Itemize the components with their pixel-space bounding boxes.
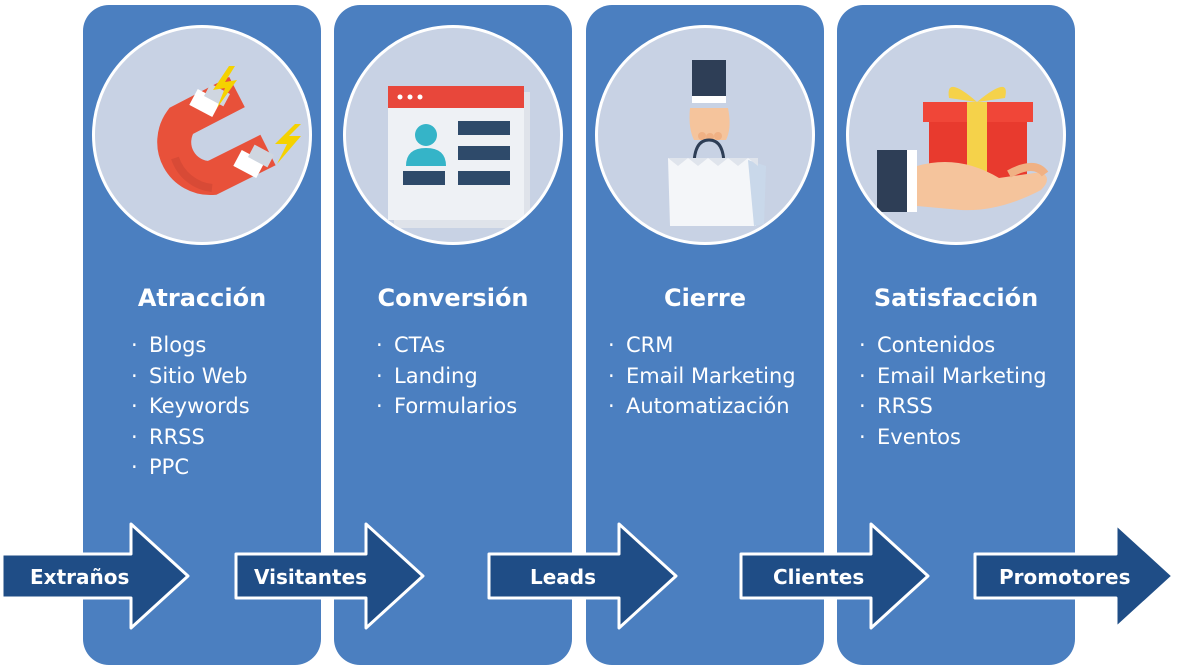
stage-icon-circle xyxy=(92,25,312,245)
list-item: Formularios xyxy=(376,391,517,422)
arrow-shape xyxy=(739,522,930,630)
flow-label: Visitantes xyxy=(254,565,368,589)
flow-arrow-leads: Leads xyxy=(486,521,680,631)
shopping-bag-hand-icon xyxy=(668,60,766,226)
stage-item-list: CTAs Landing Formularios xyxy=(376,330,517,422)
gift-hand-icon xyxy=(877,86,1049,212)
arrow-shape xyxy=(973,522,1175,630)
list-item: Contenidos xyxy=(859,330,1047,361)
magnet-icon xyxy=(157,66,301,196)
list-item: Landing xyxy=(376,361,517,392)
arrow-shape xyxy=(487,522,678,630)
list-item: Eventos xyxy=(859,422,1047,453)
arrow-shape xyxy=(0,522,190,630)
list-item: CTAs xyxy=(376,330,517,361)
stage-item-list: Contenidos Email Marketing RRSS Eventos xyxy=(859,330,1047,452)
list-item: RRSS xyxy=(859,391,1047,422)
stage-title: Satisfacción xyxy=(873,284,1039,312)
stage-item-list: CRM Email Marketing Automatización xyxy=(608,330,796,422)
list-item: Email Marketing xyxy=(608,361,796,392)
arrow-shape xyxy=(234,522,425,630)
stage-icon-circle xyxy=(846,25,1066,245)
list-item: Automatización xyxy=(608,391,796,422)
flow-arrow-promotores: Promotores xyxy=(972,521,1177,631)
flow-label: Promotores xyxy=(999,565,1131,589)
flow-label: Extraños xyxy=(30,565,130,589)
list-item: Keywords xyxy=(131,391,250,422)
list-item: Blogs xyxy=(131,330,250,361)
flow-arrow-extranos: Extraños xyxy=(0,521,192,631)
stage-title: Conversión xyxy=(377,284,529,312)
list-item: Sitio Web xyxy=(131,361,250,392)
list-item: Email Marketing xyxy=(859,361,1047,392)
list-item: PPC xyxy=(131,452,250,483)
list-item: RRSS xyxy=(131,422,250,453)
flow-arrow-visitantes: Visitantes xyxy=(233,521,427,631)
stage-icon-circle xyxy=(595,25,815,245)
flow-label: Clientes xyxy=(773,565,865,589)
stage-item-list: Blogs Sitio Web Keywords RRSS PPC xyxy=(131,330,250,483)
stage-title: Cierre xyxy=(663,284,747,312)
stage-icon-circle xyxy=(343,25,563,245)
stage-title: Atracción xyxy=(137,284,267,312)
list-item: CRM xyxy=(608,330,796,361)
form-page-icon xyxy=(388,86,530,228)
flow-arrow-clientes: Clientes xyxy=(738,521,932,631)
flow-label: Leads xyxy=(530,565,597,589)
